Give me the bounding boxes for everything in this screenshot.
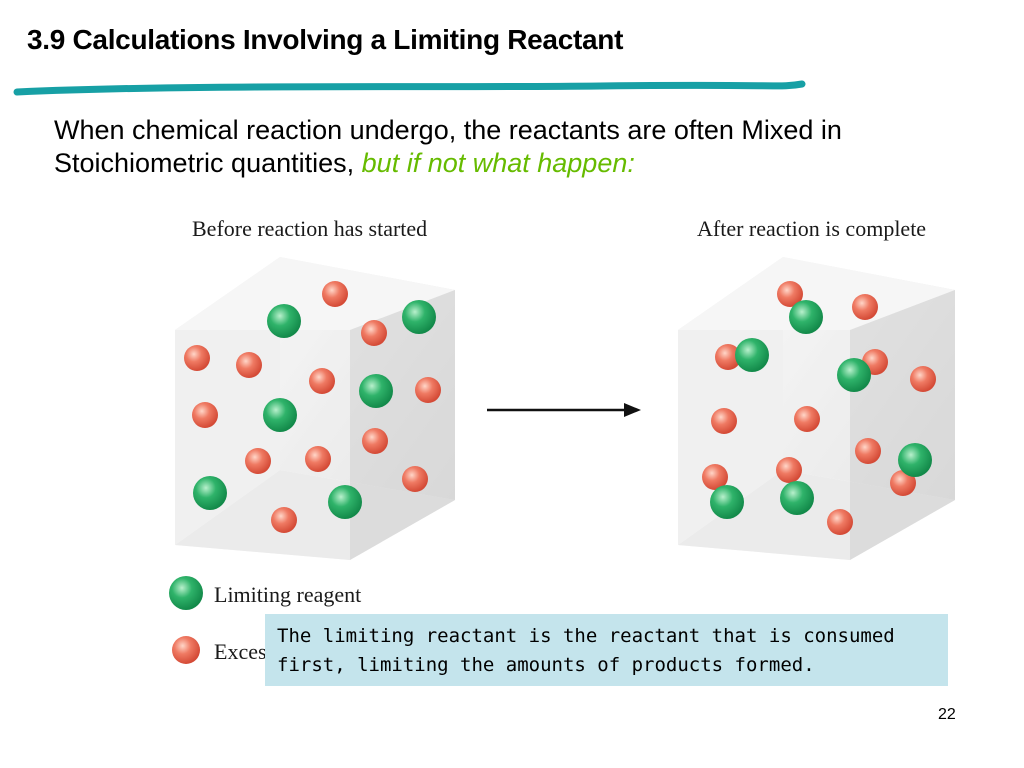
limiting-molecule [789,300,823,334]
excess-molecule [271,507,297,533]
excess-molecule [702,464,728,490]
excess-molecule [415,377,441,403]
excess-molecule [305,446,331,472]
definition-line-2: first, limiting the amounts of products … [277,654,815,676]
legend: Limiting reagent Exces [169,576,361,664]
excess-molecule [361,320,387,346]
limiting-molecule [267,304,301,338]
legend-limiting-swatch [169,576,203,610]
limiting-molecule [837,358,871,392]
legend-limiting-label: Limiting reagent [214,582,361,607]
reaction-arrow [487,403,641,417]
excess-molecule [184,345,210,371]
limiting-molecule [263,398,297,432]
excess-molecule [402,466,428,492]
excess-molecule [827,509,853,535]
page-number: 22 [938,706,956,723]
excess-molecule [322,281,348,307]
excess-molecule [776,457,802,483]
excess-molecule [245,448,271,474]
after-caption: After reaction is complete [697,216,926,241]
excess-molecule [192,402,218,428]
limiting-molecule [359,374,393,408]
excess-molecule [236,352,262,378]
definition-box: The limiting reactant is the reactant th… [265,614,948,686]
limiting-molecule [402,300,436,334]
before-caption: Before reaction has started [192,216,427,241]
limiting-molecule [898,443,932,477]
intro-paragraph: When chemical reaction undergo, the reac… [54,114,904,180]
limiting-molecule [780,481,814,515]
before-molecules [184,281,441,533]
limiting-molecule [328,485,362,519]
limiting-molecule [193,476,227,510]
excess-molecule [777,281,803,307]
excess-molecule [910,366,936,392]
excess-molecule [855,438,881,464]
excess-molecule [309,368,335,394]
excess-molecule [852,294,878,320]
excess-molecule [890,470,916,496]
slide-title: 3.9 Calculations Involving a Limiting Re… [27,24,624,55]
after-molecules [702,281,936,535]
definition-line-1: The limiting reactant is the reactant th… [277,625,895,647]
excess-molecule [794,406,820,432]
excess-molecule [711,408,737,434]
intro-text: When chemical reaction undergo, the reac… [54,115,842,178]
legend-excess-swatch [172,636,200,664]
excess-molecule [715,344,741,370]
excess-molecule [362,428,388,454]
limiting-molecule [710,485,744,519]
limiting-molecule [735,338,769,372]
intro-emphasis: but if not what happen: [361,148,635,178]
reaction-figure: Before reaction has started After reacti… [169,216,955,664]
legend-excess-label: Exces [214,639,267,664]
title-divider [13,80,806,96]
